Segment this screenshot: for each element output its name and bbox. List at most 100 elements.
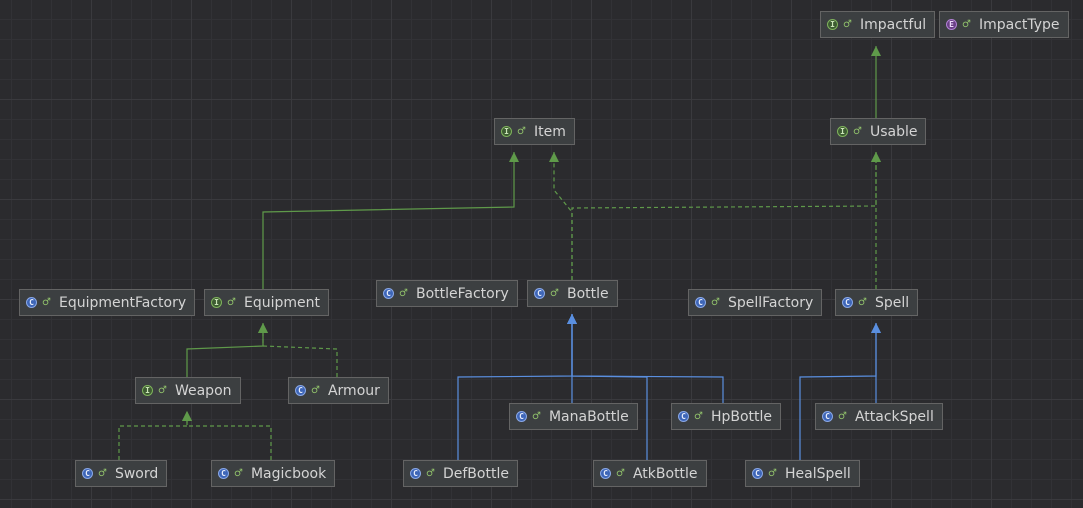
node-label: AtkBottle [632,465,698,482]
class-icon: C [600,468,611,479]
public-access-icon: ♂ [768,467,777,479]
node-weapon[interactable]: I ♂ Weapon [135,377,241,404]
class-icon: C [410,468,421,479]
node-impacttype[interactable]: E ♂ ImpactType [939,11,1069,38]
public-access-icon: ♂ [399,287,408,299]
node-label: Spell [874,294,910,311]
class-icon: C [82,468,93,479]
arrowhead-armour-to-equipment [258,323,268,333]
node-impactful[interactable]: I ♂ Impactful [820,11,936,38]
arrowhead-bottle-to-item [549,152,559,162]
node-sword[interactable]: C ♂ Sword [75,460,168,487]
public-access-icon: ♂ [694,410,703,422]
arrowhead-hpbottle-to-bottle [567,314,577,324]
node-label: Weapon [174,382,232,399]
node-label: BottleFactory [415,285,509,302]
class-icon: C [295,385,306,396]
class-icon: C [822,411,833,422]
enum-icon: E [946,19,957,30]
edge-bottle-to-usable [571,152,877,280]
node-label: ImpactType [978,16,1060,33]
node-label: Magicbook [250,465,327,482]
public-access-icon: ♂ [843,18,852,30]
edge-sword-to-weapon [118,411,188,460]
node-atkbottle[interactable]: C ♂ AtkBottle [593,460,707,487]
class-icon: C [534,288,545,299]
public-access-icon: ♂ [311,384,320,396]
node-spellfactory[interactable]: C ♂ SpellFactory [688,289,823,316]
node-hpbottle[interactable]: C ♂ HpBottle [671,403,782,430]
public-access-icon: ♂ [98,467,107,479]
edge-hpbottle-to-bottle [571,314,724,403]
node-label: SpellFactory [727,294,814,311]
public-access-icon: ♂ [616,467,625,479]
public-access-icon: ♂ [550,287,559,299]
class-icon: C [26,297,37,308]
node-label: Item [533,123,566,140]
interface-icon: I [501,126,512,137]
arrowhead-usable-to-impactful [871,46,881,56]
public-access-icon: ♂ [858,296,867,308]
class-icon: C [695,297,706,308]
node-label: HealSpell [784,465,851,482]
interface-icon: I [837,126,848,137]
node-label: Usable [869,123,918,140]
public-access-icon: ♂ [532,410,541,422]
node-label: Sword [114,465,159,482]
public-access-icon: ♂ [853,125,862,137]
node-bottle[interactable]: C ♂ Bottle [527,280,618,307]
interface-icon: I [142,385,153,396]
public-access-icon: ♂ [42,296,51,308]
public-access-icon: ♂ [426,467,435,479]
node-label: Armour [327,382,380,399]
edge-equipment-to-item [262,152,515,289]
public-access-icon: ♂ [711,296,720,308]
node-label: Impactful [859,16,927,33]
class-icon: C [752,468,763,479]
node-manabottle[interactable]: C ♂ ManaBottle [509,403,638,430]
edge-armour-to-equipment [262,323,338,377]
node-armour[interactable]: C ♂ Armour [288,377,389,404]
edge-defbottle-to-bottle [457,314,573,460]
class-icon: C [842,297,853,308]
public-access-icon: ♂ [962,18,971,30]
arrowhead-spell-to-usable [871,152,881,162]
public-access-icon: ♂ [838,410,847,422]
node-attackspell[interactable]: C ♂ AttackSpell [815,403,943,430]
node-label: Bottle [566,285,609,302]
node-label: Equipment [243,294,320,311]
edge-bottle-to-item [553,152,573,280]
public-access-icon: ♂ [158,384,167,396]
arrowhead-equipment-to-item [509,152,519,162]
node-label: DefBottle [442,465,509,482]
node-magicbook[interactable]: C ♂ Magicbook [211,460,336,487]
edge-weapon-to-equipment [186,323,264,377]
public-access-icon: ♂ [234,467,243,479]
public-access-icon: ♂ [517,125,526,137]
edge-healspell-to-spell [799,323,877,460]
node-healspell[interactable]: C ♂ HealSpell [745,460,860,487]
edge-magicbook-to-weapon [186,411,272,460]
interface-icon: I [827,19,838,30]
arrowhead-attackspell-to-spell [871,323,881,333]
node-item[interactable]: I ♂ Item [494,118,575,145]
node-label: ManaBottle [548,408,629,425]
class-icon: C [678,411,689,422]
class-icon: C [218,468,229,479]
node-bottlefactory[interactable]: C ♂ BottleFactory [376,280,518,307]
node-usable[interactable]: I ♂ Usable [830,118,927,145]
interface-icon: I [211,297,222,308]
node-equipment[interactable]: I ♂ Equipment [204,289,329,316]
edge-atkbottle-to-bottle [571,314,648,460]
node-label: EquipmentFactory [58,294,187,311]
public-access-icon: ♂ [227,296,236,308]
node-spell[interactable]: C ♂ Spell [835,289,919,316]
node-label: AttackSpell [854,408,934,425]
class-icon: C [516,411,527,422]
node-label: HpBottle [710,408,773,425]
node-equipmentfactory[interactable]: C ♂ EquipmentFactory [19,289,196,316]
node-defbottle[interactable]: C ♂ DefBottle [403,460,518,487]
arrowhead-magicbook-to-weapon [182,411,192,421]
class-icon: C [383,288,394,299]
